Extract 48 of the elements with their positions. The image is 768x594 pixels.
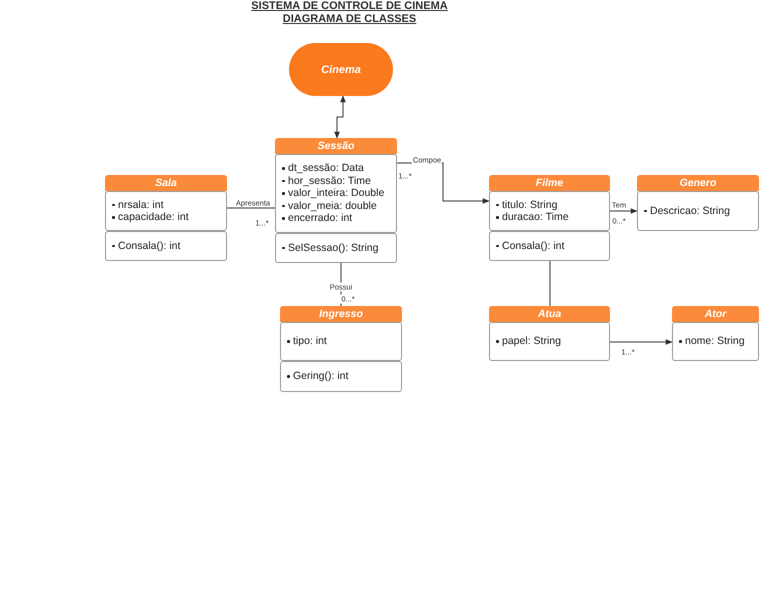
- member-text: encerrado: int: [281, 212, 391, 225]
- node-label: Cinema: [321, 64, 361, 76]
- class-compartment: [489, 322, 610, 361]
- class-compartment: [637, 191, 759, 231]
- class-compartment: [489, 231, 610, 261]
- member-text: nrsala: int: [111, 198, 221, 211]
- class-box: [105, 175, 227, 261]
- member-text: valor_meia: double: [281, 200, 391, 212]
- member-text: dt_sessão: Data: [281, 162, 391, 175]
- connector: [334, 95, 346, 139]
- rounded-node: [289, 43, 393, 96]
- class-compartment: [275, 233, 397, 263]
- member-text: Gering(): int: [286, 370, 396, 383]
- diagram-title: SISTEMA DE CONTROLE DE CINEMA DIAGRAMA DE CLASSES: [250, 0, 449, 26]
- member-text: hor_sessão: Time: [281, 174, 391, 188]
- member-text: titulo: String: [495, 198, 604, 211]
- class-compartment: [105, 191, 227, 231]
- class-header: Genero: [637, 175, 759, 191]
- class-header: Atua: [489, 306, 610, 322]
- class-compartment: [280, 361, 402, 392]
- class-compartment: [489, 191, 610, 231]
- member-text: Descricao: String: [643, 204, 753, 218]
- member-text: valor_inteira: Double: [281, 187, 391, 200]
- connector: [610, 339, 673, 345]
- class-box: [275, 138, 397, 263]
- member-text: duracao: Time: [495, 211, 604, 224]
- class-header: Ator: [672, 306, 759, 322]
- class-box: [489, 175, 610, 261]
- class-header: Sala: [105, 175, 227, 191]
- class-box: [637, 175, 759, 231]
- member-text: Consala(): int: [495, 240, 604, 252]
- class-compartment: [275, 154, 397, 233]
- class-compartment: [672, 322, 759, 361]
- class-compartment: [280, 322, 402, 361]
- class-header: Ingresso: [280, 306, 402, 322]
- class-header: Sessão: [275, 138, 397, 154]
- member-text: papel: String: [495, 335, 604, 348]
- class-box: [280, 306, 402, 392]
- class-header: Filme: [489, 175, 610, 191]
- class-box: [672, 306, 759, 361]
- member-text: tipo: int: [286, 335, 396, 348]
- member-text: SelSessao(): String: [281, 242, 391, 254]
- class-box: [489, 306, 610, 361]
- member-text: Consala(): int: [111, 240, 221, 252]
- class-compartment: [105, 231, 227, 261]
- member-text: capacidade: int: [111, 211, 221, 224]
- connector: [610, 208, 638, 214]
- member-text: nome: String: [678, 335, 753, 348]
